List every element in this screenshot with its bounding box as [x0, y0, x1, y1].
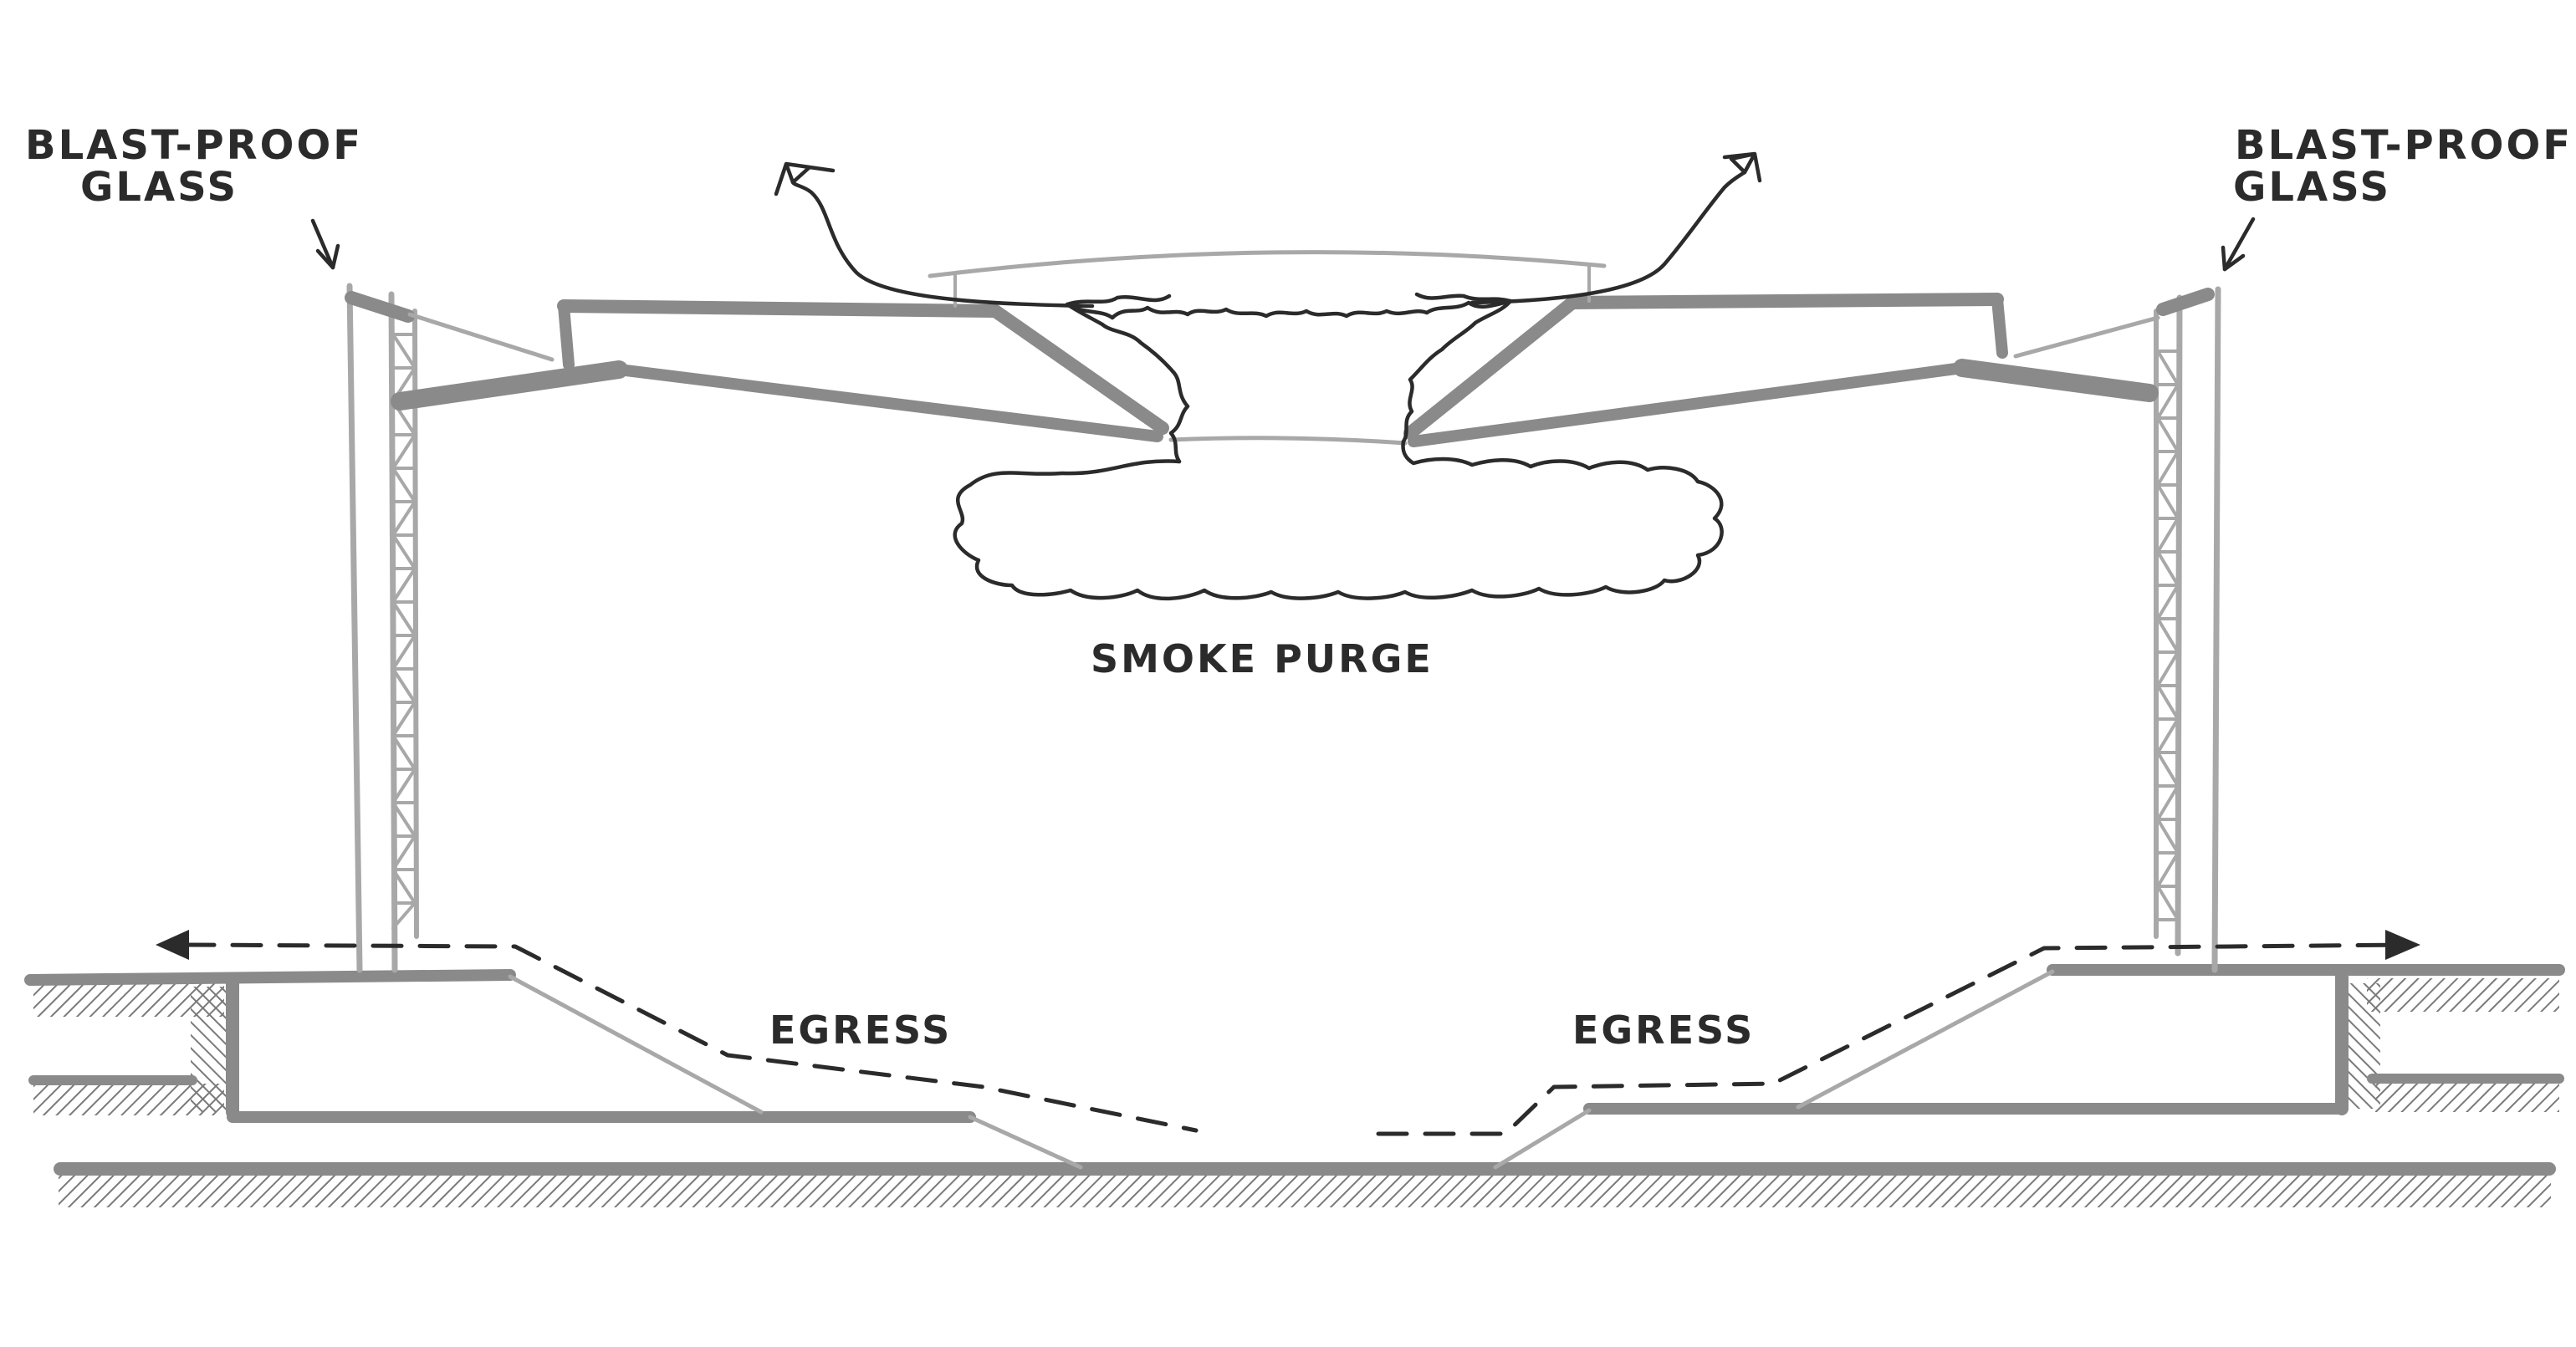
- label-glass-left-2: GLASS: [80, 164, 238, 211]
- glass-cap-left: [345, 291, 415, 323]
- ramp-left-upper: [508, 974, 764, 1115]
- earth-hatch-bottom: [59, 1172, 2551, 1207]
- egress-path-left: [183, 942, 1199, 1133]
- roof-left-end: [558, 300, 575, 370]
- earth-hatch-right-top: [2367, 978, 2559, 1012]
- exhaust-arrow-left: [790, 180, 1095, 309]
- roof-left-stay: [407, 312, 555, 362]
- label-glass-right-2: GLASS: [2233, 164, 2391, 211]
- egress-paths: [156, 930, 2420, 1136]
- grade-left: [24, 969, 516, 986]
- earth-hatch-right-bottom: [2375, 1080, 2559, 1112]
- roof-left-slope: [989, 304, 1169, 435]
- label-egress-right: EGRESS: [1572, 1008, 1755, 1053]
- label-pointers: [310, 217, 2256, 272]
- truss-column-left: [345, 283, 419, 973]
- smoke-cloud: [774, 151, 1762, 601]
- ramp-left-lower: [968, 1115, 1083, 1170]
- egress-path-right: [1376, 942, 2411, 1136]
- roof-right-beam: [1953, 359, 2159, 402]
- roof-left-underside: [613, 364, 1163, 442]
- roof-left-top: [557, 299, 1002, 318]
- smoke-top: [1065, 298, 1513, 320]
- roof-right-stay: [2013, 315, 2160, 359]
- smoke-lower-cloud: [953, 439, 1724, 601]
- egress-arrowhead-left: [156, 930, 189, 960]
- ramp-right-lower: [1493, 1108, 1592, 1170]
- roof-right-underside: [1408, 362, 1968, 447]
- glass-cap-right: [2156, 288, 2215, 316]
- egress-arrowhead-right: [2385, 930, 2420, 960]
- label-glass-left-1: BLAST-PROOF: [25, 122, 363, 169]
- ground: [24, 964, 2565, 1207]
- skylight-arc: [928, 250, 1607, 278]
- truss-column-right: [2154, 286, 2221, 973]
- roof-right-slope: [1403, 296, 1579, 440]
- exhaust-arrow-right: [1469, 170, 1747, 305]
- glass-pointer-left: [310, 218, 335, 270]
- label-smoke-purge: SMOKE PURGE: [1091, 636, 1434, 681]
- smoke-right-plume: [1401, 292, 1513, 444]
- roof: [391, 250, 2160, 447]
- roof-right-top: [1566, 293, 2004, 309]
- roof-right-end: [1991, 293, 2008, 359]
- label-glass-right-1: BLAST-PROOF: [2235, 122, 2573, 169]
- smoke-left-plume: [1065, 293, 1190, 464]
- roof-left-beam: [391, 360, 628, 411]
- label-egress-left: EGRESS: [769, 1008, 952, 1053]
- earth-hatch-left-bottom: [33, 1084, 224, 1115]
- glass-pointer-right: [2222, 217, 2256, 272]
- ramp-right-upper: [1796, 969, 2055, 1110]
- opening-line: [1168, 436, 1408, 446]
